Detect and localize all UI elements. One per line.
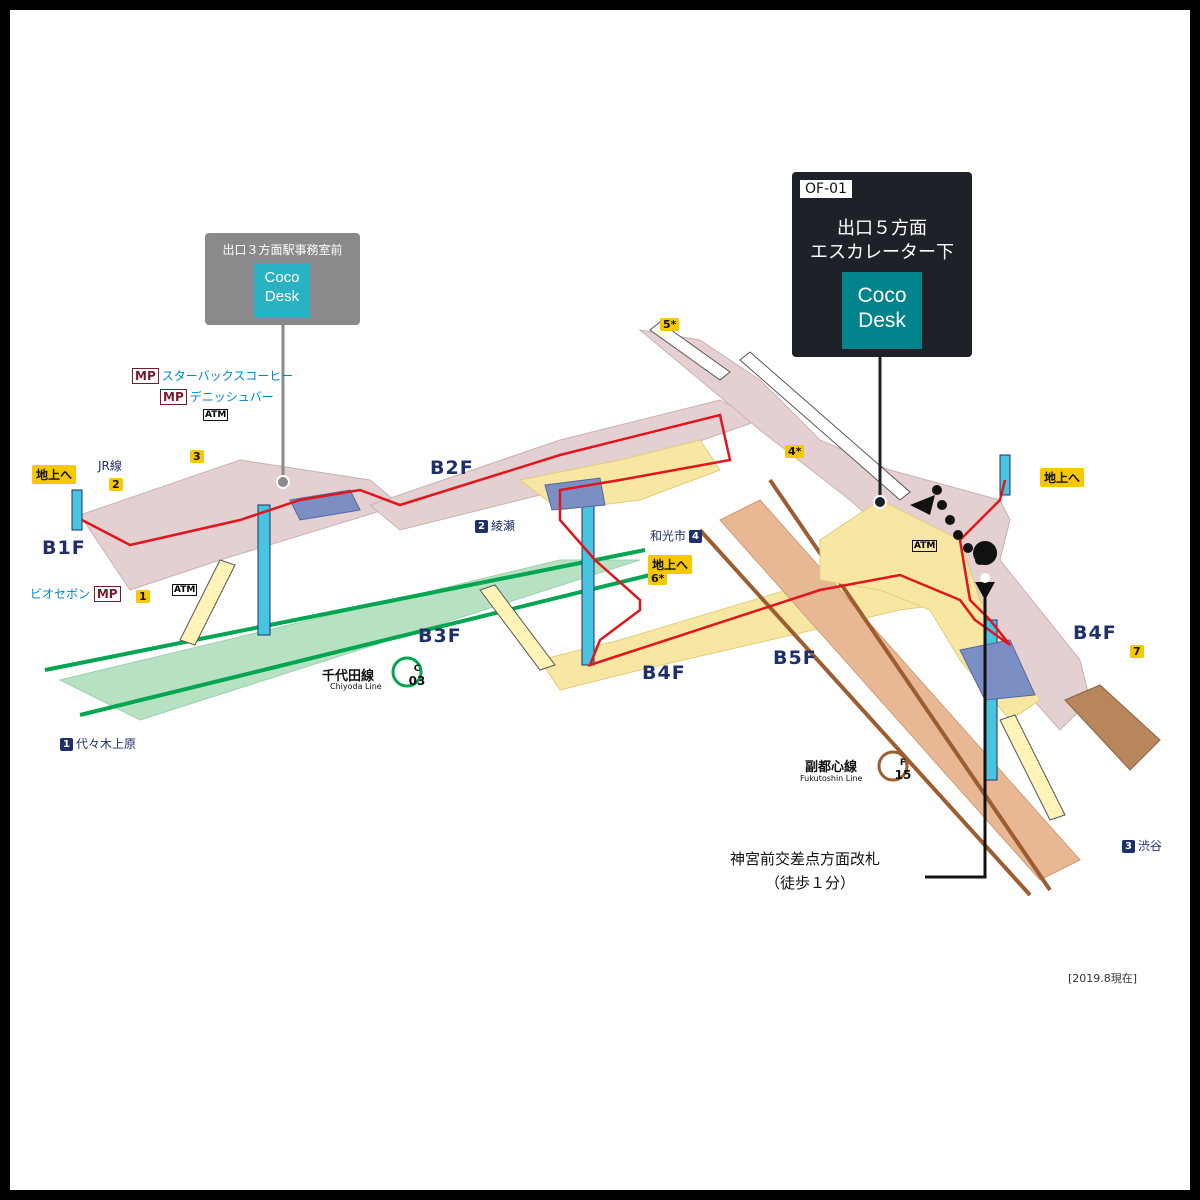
chiyoda-line-jp: 千代田線 (322, 669, 375, 684)
exit7-area (1064, 684, 1161, 771)
exit-5-badge[interactable]: 5* (660, 318, 680, 331)
cocodesk-coco: Coco (857, 284, 907, 307)
atm-icon: ATM (203, 409, 229, 421)
fukutoshin-line-en: Fukutoshin Line (800, 774, 863, 783)
cocodesk-logo: Coco Desk (842, 272, 922, 349)
cocodesk-callout-of01[interactable]: OF-01 出口５方面 エスカレーター下 Coco Desk (792, 172, 972, 357)
to-ground-center[interactable]: 地上へ (648, 555, 693, 574)
atm-icon: ATM (912, 540, 938, 552)
callout-title: 出口３方面駅事務室前 (222, 243, 343, 257)
mp-icon: MP (132, 368, 159, 384)
callout-line2: エスカレーター下 (810, 242, 954, 263)
ayase-label: 綾瀬 (491, 519, 516, 533)
callout-line1: 出口５方面 (837, 218, 927, 239)
callout-code: OF-01 (800, 180, 852, 198)
elevator-shafts (71, 454, 1011, 781)
floor-label-b4f-right: B4F (1073, 622, 1117, 644)
shop-vie-label: ビオセボン (30, 587, 91, 601)
b5f-platform (719, 499, 1081, 881)
chiyoda-track-lower (79, 573, 651, 717)
exit-1-badge[interactable]: 1 (136, 590, 150, 603)
location-pin (973, 541, 998, 600)
cocodesk-logo: Coco Desk (254, 263, 310, 318)
station-map-drawing (44, 321, 1161, 897)
floor-label-b2f: B2F (430, 457, 474, 479)
floor-label-b5f: B5F (773, 647, 817, 669)
chiyoda-code: C (413, 664, 421, 674)
floor-label-b3f: B3F (418, 625, 462, 647)
accessible-route (81, 413, 1011, 668)
to-ground-left[interactable]: 地上へ (32, 465, 77, 484)
location-pin-hole (980, 573, 990, 583)
chiyoda-line-en: Chiyoda Line (330, 682, 382, 691)
cocodesk-desk: Desk (858, 309, 906, 332)
cocodesk-callout-exit3[interactable]: 出口３方面駅事務室前 Coco Desk (205, 233, 360, 325)
footnote-date: [2019.8現在] (1068, 972, 1138, 985)
to-ground-right[interactable]: 地上へ (1040, 468, 1085, 487)
fukutoshin-track-right (768, 478, 1052, 892)
shibuya-label: 渋谷 (1138, 839, 1163, 853)
shop-vie[interactable]: ビオセボン MP (30, 585, 124, 602)
shibuya-number: 3 (1122, 840, 1135, 853)
chiyoda-badge (391, 656, 423, 688)
dark-pointer-dot (873, 495, 887, 509)
grey-pointer-dot (276, 475, 290, 489)
atm-icon: ATM (172, 584, 198, 596)
ayase-number: 2 (475, 520, 488, 533)
fukutoshin-line-jp: 副都心線 (805, 760, 858, 775)
yoyogi-label: 代々木上原 (76, 737, 137, 751)
mp-icon: MP (160, 389, 187, 405)
fukutoshin-code: F (899, 758, 907, 768)
floor-label-b4f-center: B4F (642, 662, 686, 684)
exit-3-badge[interactable]: 3 (190, 450, 204, 463)
yoyogi-number: 1 (60, 738, 73, 751)
fukutoshin-badge (877, 750, 909, 782)
wakoshi-number: 4 (689, 530, 703, 543)
escalators (179, 321, 1066, 821)
exit-6-badge[interactable]: 6* (648, 572, 668, 585)
gate-label-line1: 神宮前交差点方面改札 (730, 850, 881, 868)
chiyoda-number: 03 (408, 674, 426, 688)
cocodesk-desk: Desk (264, 288, 300, 305)
gate-pointer-line (925, 598, 987, 879)
gate-label-line2: （徒歩１分） (765, 874, 856, 892)
exit5-arrow (910, 495, 935, 515)
shop-starbucks-label: スターバックスコーヒー (161, 369, 294, 383)
jr-line-label: JR線 (98, 459, 122, 473)
exit-4-badge[interactable]: 4* (785, 445, 805, 458)
shop-danish-label: デニッシュバー (189, 390, 274, 404)
exit-2-badge[interactable]: 2 (109, 478, 123, 491)
cocodesk-coco: Coco (264, 269, 300, 286)
wakoshi-label: 和光市 (650, 529, 687, 543)
b1f-concourse (79, 459, 402, 591)
chiyoda-track-upper (44, 548, 646, 672)
fukutoshin-number: 15 (894, 768, 912, 782)
map-frame: 出口３方面駅事務室前 Coco Desk OF-01 出口５方面 エスカレーター… (10, 10, 1190, 1190)
floor-label-b1f: B1F (42, 537, 86, 559)
fukutoshin-track-left (698, 528, 1032, 897)
exit-7-badge[interactable]: 7 (1130, 645, 1144, 658)
mp-icon: MP (93, 586, 121, 602)
